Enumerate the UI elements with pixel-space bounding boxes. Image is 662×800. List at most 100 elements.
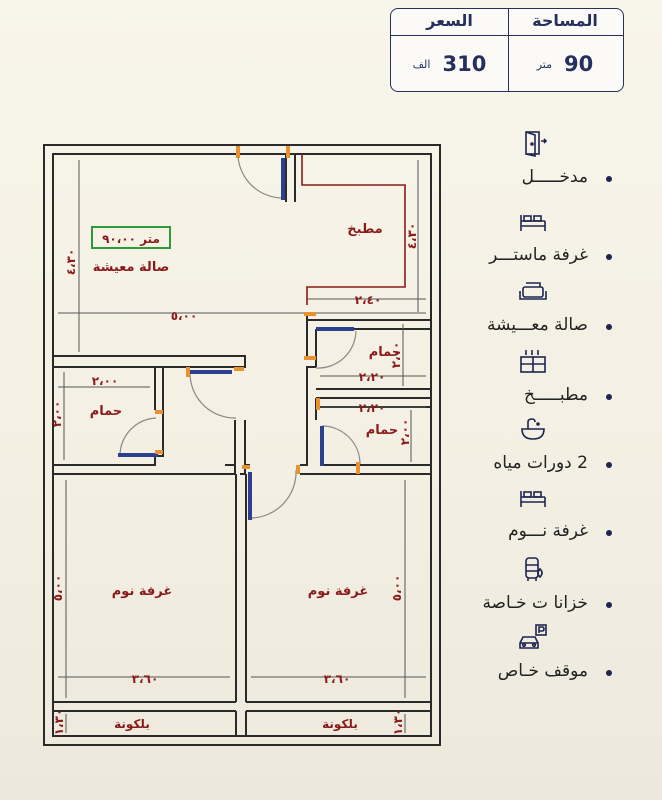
feature-label: غرفة نـــوم [508,521,588,541]
area-unit: متر [536,57,553,71]
dim-balc-r: ١،٣٠ [391,709,405,736]
bullet [606,462,612,468]
bath-rb-door-swing [321,425,361,465]
room-label-living: صالة معيشة [93,260,170,275]
feature-item: مطبـــــخ [422,343,612,413]
living-area-box [91,226,171,249]
area-column: المساحة متر 90 [507,9,623,91]
corridor-door-swing [189,373,237,419]
room-label-kitchen: مطبخ [347,222,382,237]
room-label-bedroom-l: غرفة نوم [112,584,172,599]
feature-label: موقف خـاص [497,661,588,681]
entry-wall [285,154,296,202]
water-tank-icon [525,557,543,581]
door-jamb [155,450,163,454]
right-bath-mid-walls [306,312,431,420]
bullet [606,670,612,676]
feature-label: مدخـــــل [521,167,588,187]
door-jamb [186,367,190,377]
feature-item: صالة معـــيشة [422,273,612,343]
entry-door-swing [237,149,284,199]
room-label-bath-rb: حمام [366,423,399,438]
bullet [606,530,612,536]
feature-label: غرفة ماستـــر [489,245,588,265]
dim-bath-rb-width: ٢،٢٠ [359,401,386,415]
door-jamb [242,465,250,469]
room-label-bath-rt: حمام [369,345,402,360]
dim-bath-rb-height: ٢،٠٠ [398,419,412,446]
bullet [606,176,612,182]
kitchen-icon [520,350,546,373]
feature-item: غرفة ماستـــر [422,203,612,273]
door-jamb [296,465,300,474]
dim-living-height: ٤،٣٠ [64,249,78,276]
area-label: المساحة [507,9,623,36]
area-value: 90 [564,52,594,76]
sofa-icon [519,282,547,300]
dim-bed-l-width: ٣،٦٠ [132,672,159,686]
door-jamb [286,146,290,158]
door-jamb [234,367,244,371]
door-jamb [236,146,240,158]
feature-label: صالة معـــيشة [487,315,588,335]
dim-bath-rt-height: ٢،٠٠ [389,342,403,369]
dim-kitchen-width: ٢،٤٠ [355,293,382,307]
door-jamb [155,410,163,414]
living-area-text: ۹۰،۰۰ متر [102,232,160,246]
area-value-row: متر 90 [507,36,623,92]
parking-icon [519,624,547,649]
feature-item: خزانا ت خـاصة [422,551,612,621]
dim-balc-l: ١،٣٠ [52,709,66,736]
outer-wall-inner [52,153,432,737]
door-icon [525,131,548,157]
right-bedroom-top-wall [300,366,431,475]
bath-l-door-swing [119,417,157,455]
feature-item: 2 دورات مياه [422,411,612,481]
dim-bath-l-width: ٢،٠٠ [92,374,119,388]
balcony-walls [53,701,431,736]
price-column: السعر الف 310 [391,9,509,91]
feature-item: مدخـــــل [422,125,612,195]
dim-bath-l-height: ٢،٠٠ [50,401,64,428]
outer-wall-outer [43,144,441,746]
feature-item: موقف خـاص [422,619,612,689]
feature-label: مطبـــــخ [523,385,588,405]
door-jamb [356,462,360,474]
room-label-bath-l: حمام [90,404,123,419]
living-south-wall [53,355,246,368]
bath-rt-door-swing [315,330,357,369]
dim-total-width: ٥،٠٠ [171,309,198,323]
bullet [606,254,612,260]
door-jamb [304,356,316,360]
dim-kitchen-height: ٤،٣٠ [405,223,419,250]
feature-label: 2 دورات مياه [493,453,588,473]
dim-bath-rt-width: ٢،٢٠ [359,370,386,384]
room-label-balcony-r: بلكونة [322,717,358,732]
dim-bed-l-height: ٥،٠٠ [51,575,65,602]
feature-item: غرفة نـــوم [422,479,612,549]
bedroom-divider-wall [235,474,247,702]
dim-bed-r-height: ٥،٠٠ [390,575,404,602]
dim-bed-r-width: ٣،٦٠ [324,672,351,686]
price-value: 310 [442,52,487,76]
door-jamb [316,398,320,410]
info-box: المساحة متر 90 السعر الف 310 [390,8,624,92]
bullet [606,602,612,608]
bedroom-door-swing [249,469,297,519]
feature-label: خزانا ت خـاصة [482,593,588,613]
sink-icon [521,418,545,440]
price-unit: الف [412,57,431,71]
kitchen-outline [301,154,406,305]
bed-icon [520,491,546,507]
right-bath-top-walls [307,319,432,390]
bullet [606,324,612,330]
price-value-row: الف 310 [391,36,508,92]
door-jamb [304,312,316,316]
price-label: السعر [391,9,508,36]
bed-icon [520,215,546,231]
room-label-balcony-l: بلكونة [114,717,150,732]
bullet [606,394,612,400]
room-label-bedroom-r: غرفة نوم [308,584,368,599]
